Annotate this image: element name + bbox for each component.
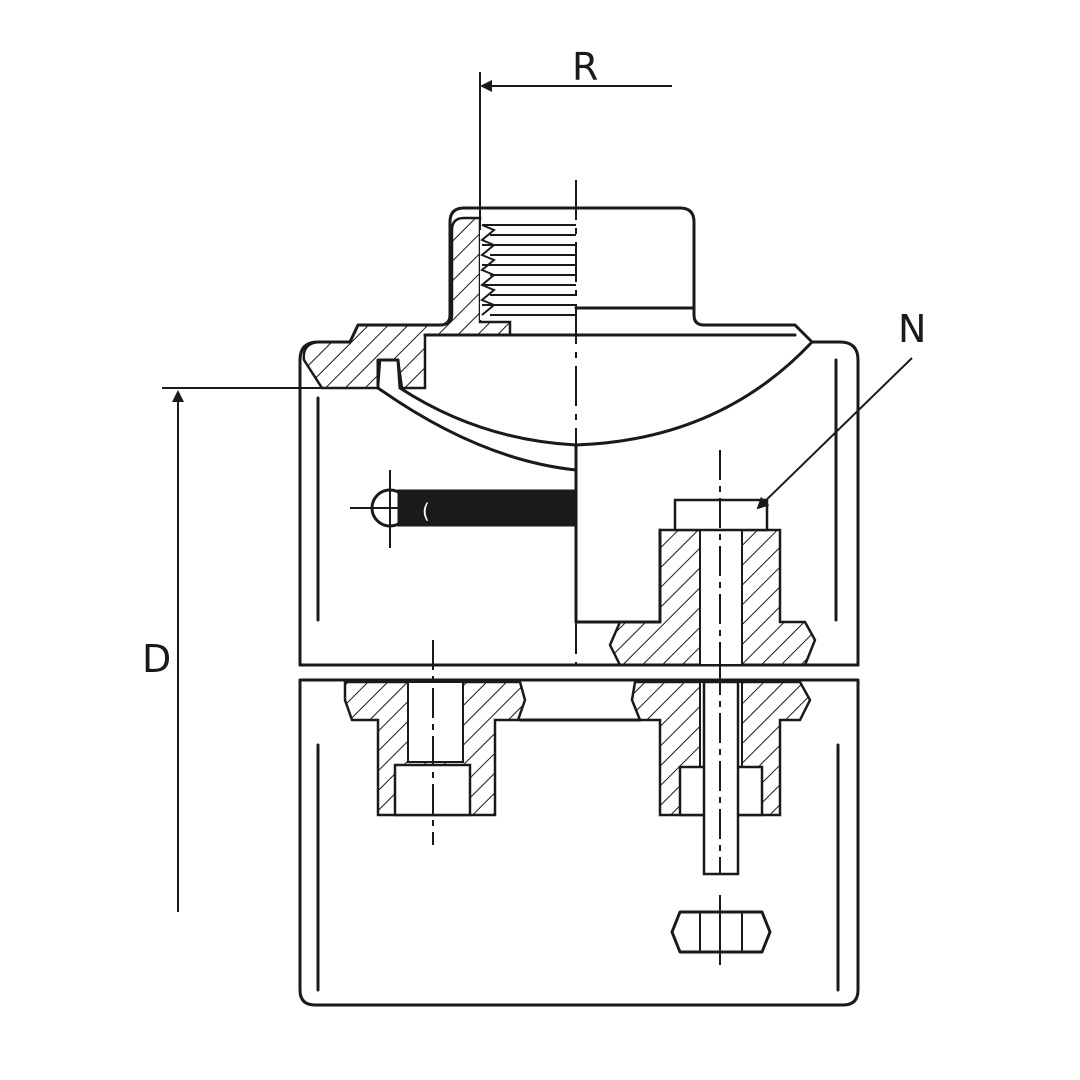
dimension-d: D (140, 387, 378, 912)
dimension-n: N (756, 307, 926, 510)
svg-text:(: ( (422, 499, 430, 523)
threaded-neck (302, 216, 797, 390)
upper-bolt-block (574, 443, 817, 667)
dimension-r: R (479, 45, 672, 230)
hex-nut (670, 895, 772, 965)
lower-body (298, 678, 860, 1007)
lower-left-socket (343, 640, 527, 845)
thread-lines (480, 220, 576, 320)
label-r: R (572, 45, 598, 89)
label-d: D (142, 637, 171, 681)
label-n: N (898, 307, 926, 351)
pin: ( (350, 470, 577, 548)
lower-right-socket (630, 665, 812, 876)
dome-curve (376, 340, 814, 472)
